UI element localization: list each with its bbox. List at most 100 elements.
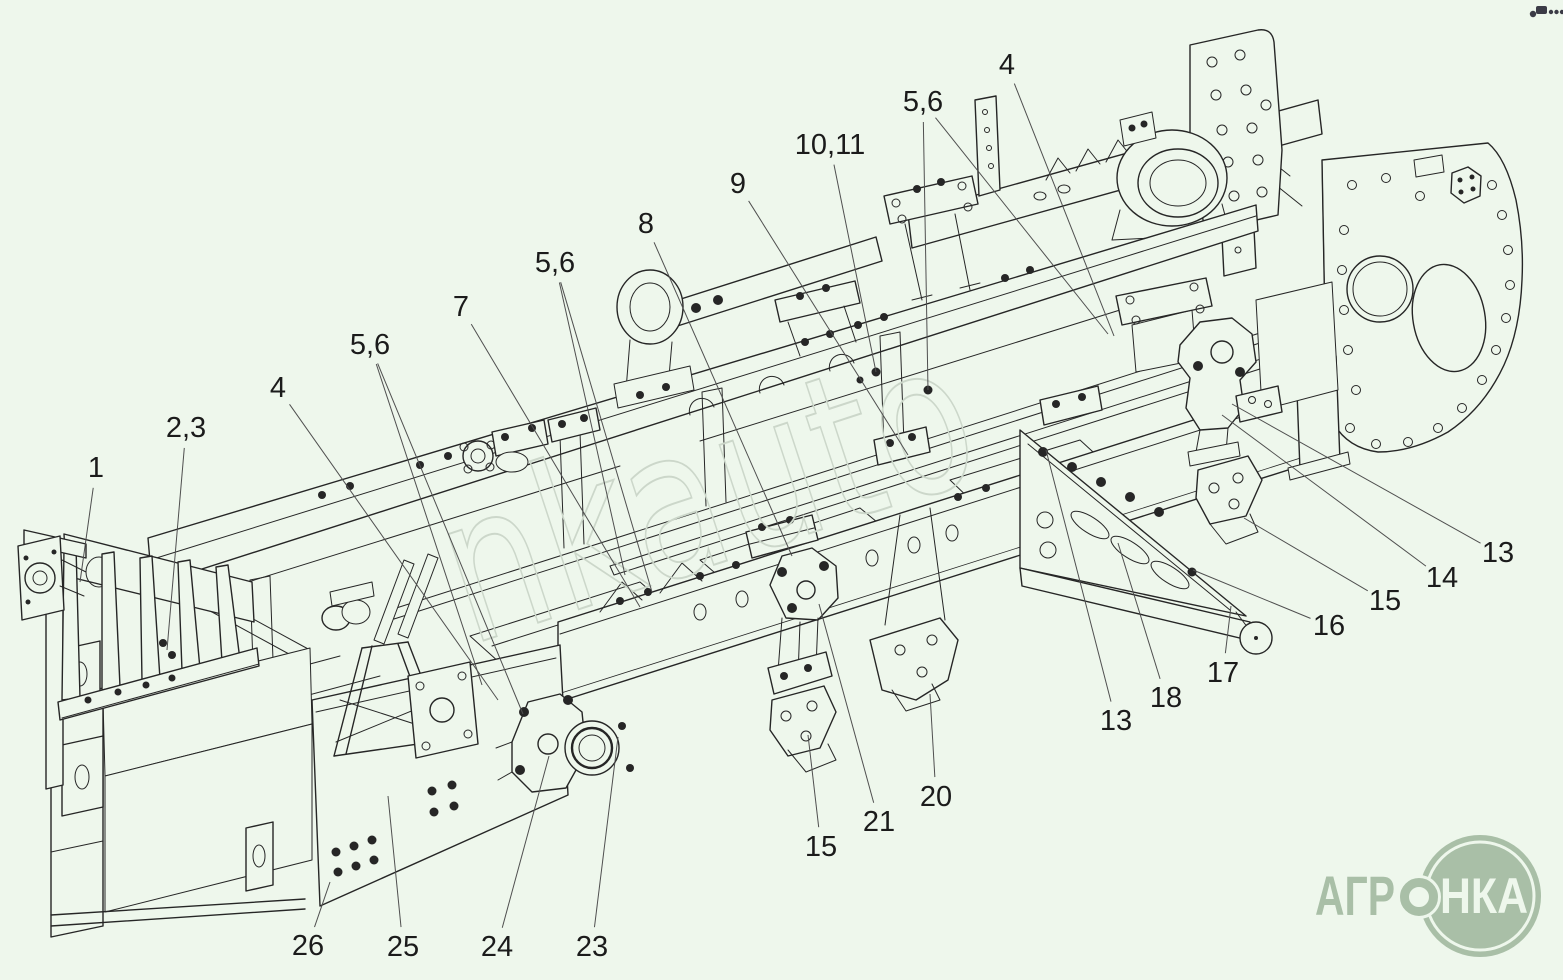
right-suspension-shape (1038, 447, 1048, 457)
rear-beam-shape (1033, 191, 1047, 201)
bogie-front-shape (769, 685, 837, 757)
leader-line-13 (1231, 403, 1481, 544)
front-axle-group-shape (515, 765, 525, 775)
drum-mount-shape (713, 295, 723, 305)
mount-bracket-top-shape (988, 163, 994, 169)
rear-main-plate-shape (1501, 313, 1511, 323)
drum-mount-shape (796, 292, 804, 300)
rear-left-plate-shape (1252, 154, 1264, 166)
bogie-front-shape (767, 651, 833, 695)
rail-bolts-shape (444, 452, 452, 460)
link-icon-shape (1529, 10, 1537, 18)
leader-line-5,6 (377, 363, 524, 715)
leader-line-5,6 (935, 117, 1109, 335)
floor-pads-shape (886, 439, 894, 447)
right-suspension-shape (1070, 510, 1110, 540)
near-rail-shape (907, 536, 921, 554)
leader-line-4 (289, 404, 499, 701)
cross-members-shape (879, 331, 905, 449)
callout-24: 24 (481, 931, 513, 963)
leader-line-10,11 (833, 164, 877, 373)
floor-pads-shape (462, 440, 494, 472)
rear-left-plate-shape (1228, 190, 1240, 202)
front-box-shape (429, 807, 439, 817)
right-suspension-shape (1248, 396, 1256, 404)
right-suspension-shape (1036, 511, 1054, 529)
more-icon[interactable] (1548, 9, 1563, 15)
rail-bolts-shape (1026, 266, 1034, 274)
link-icon[interactable] (1529, 6, 1547, 18)
front-box-shape (351, 861, 361, 871)
callout-17: 17 (1207, 657, 1239, 689)
right-suspension-shape (1255, 281, 1339, 411)
front-axle-group-shape (563, 695, 573, 705)
rear-left-plate-shape (1240, 84, 1252, 96)
bogie-front-shape (787, 743, 837, 773)
mount-bracket-top-shape (937, 178, 945, 186)
rear-main-plate-shape (1450, 166, 1482, 204)
leader-line-15 (1243, 517, 1369, 592)
floor-pads-shape (463, 464, 473, 474)
front-tower-shape (61, 663, 260, 719)
near-rail-shape (865, 549, 879, 567)
callout-13: 13 (1100, 705, 1132, 737)
leader-line-18 (1117, 542, 1161, 680)
ring-drum-shape (1137, 148, 1219, 218)
rear-main-plate-shape (1347, 180, 1357, 190)
topbar-icons (1529, 6, 1563, 18)
near-rail-shape (599, 562, 703, 613)
front-axle-group-shape (618, 722, 626, 730)
more-icon-shape (1559, 9, 1563, 15)
cross-members-shape (373, 559, 415, 645)
drum-mount-shape (787, 305, 857, 357)
pedestal-pad-shape (1125, 295, 1135, 305)
right-suspension-shape (1228, 498, 1240, 510)
front-tower (17, 529, 260, 790)
rail-bolts-shape (662, 383, 670, 391)
rear-main-plate-shape (1345, 423, 1355, 433)
right-suspension-shape (1209, 513, 1259, 545)
ring-drum-shape (1116, 129, 1228, 227)
link-icon-shape (1536, 6, 1547, 14)
rear-main-plate-shape (1457, 177, 1463, 183)
front-tower-shape (168, 651, 176, 659)
rear-main-plate-shape (1339, 225, 1349, 235)
bogie-rear-shape (869, 617, 959, 701)
rail-bolts-shape (696, 572, 704, 580)
leader-line-5,6 (375, 363, 483, 686)
mount-bracket-top-shape (913, 185, 921, 193)
right-suspension-shape (1232, 472, 1244, 484)
rear-left-plate-shape (1246, 122, 1258, 134)
logo-o-ring (1400, 878, 1438, 916)
logo-prefix: АГР (1315, 864, 1395, 927)
pedestal-pad-shape (1131, 315, 1141, 325)
callout-1: 1 (88, 452, 104, 484)
far-rail-shape (699, 309, 1121, 442)
bogie-front-shape (780, 672, 788, 680)
rear-main-plate-shape (1415, 191, 1425, 201)
floor-pads-shape (580, 414, 588, 422)
mount-bracket-top-shape (897, 214, 907, 224)
leader-line-2,3 (166, 447, 185, 651)
rail-bolts-shape (880, 313, 888, 321)
rear-beam-shape (1057, 184, 1071, 194)
front-tower-shape (17, 535, 65, 621)
mount-bracket-top-shape (957, 181, 967, 191)
front-box-shape (333, 867, 343, 877)
right-suspension-shape (1052, 400, 1060, 408)
bogie-rear-shape (894, 644, 906, 656)
floor-pads-shape (908, 433, 916, 441)
front-tower-shape (32, 570, 48, 586)
drum-mount-shape (822, 284, 830, 292)
right-suspension-shape (1150, 560, 1190, 590)
callout-4: 4 (270, 372, 286, 404)
ring-drum-shape (1149, 159, 1207, 207)
floor-pads-shape (558, 420, 566, 428)
pedestal-pad-shape (1115, 277, 1213, 326)
front-tower-shape (24, 562, 56, 594)
rear-main-plate-shape (1337, 265, 1347, 275)
rear-left-plate-shape (1206, 56, 1218, 68)
callout-21: 21 (863, 806, 895, 838)
mount-bracket-top (883, 95, 1001, 301)
callout-18: 18 (1150, 682, 1182, 714)
